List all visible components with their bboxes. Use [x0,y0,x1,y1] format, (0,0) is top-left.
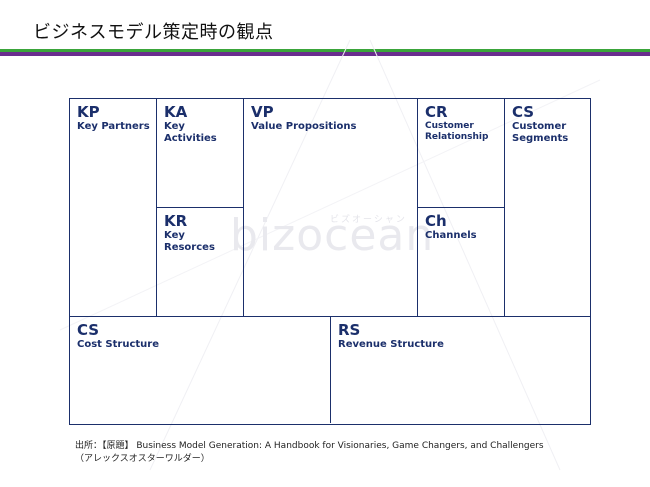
ch-name: Channels [425,230,477,241]
rs-name: Revenue Structure [338,339,444,350]
cell-revenue-structure: RS Revenue Structure [331,317,590,423]
cell-value-propositions: VP Value Propositions [244,99,418,317]
header-rule-purple [0,52,650,56]
cs-segments-name-line1: Customer [512,121,567,132]
cr-name: Customer Relationship [425,121,488,143]
source-line1: 出所：【原題】 Business Model Generation: A Han… [75,441,544,451]
cs-cost-name: Cost Structure [77,339,159,350]
source-citation: 出所：【原題】 Business Model Generation: A Han… [75,440,544,466]
kr-abbr: KR [164,212,188,230]
cell-customer-segments: CS Customer Segments [505,99,590,317]
ka-name-line1: Key [164,121,185,132]
kr-name-line2: Resorces [164,242,215,253]
cr-abbr: CR [425,103,448,121]
source-line2: （アレックスオスターワルダー） [75,454,210,464]
cell-key-activities: KA Key Activities [157,99,244,208]
rs-abbr: RS [338,321,361,339]
cs-segments-abbr: CS [512,103,535,121]
business-model-canvas: KP Key Partners KA Key Activities KR Key… [69,98,591,425]
ka-name-line2: Activities [164,133,217,144]
ka-name: Key Activities [164,121,217,145]
ka-abbr: KA [164,103,188,121]
ch-abbr: Ch [425,212,447,230]
cs-cost-abbr: CS [77,321,100,339]
page-title: ビジネスモデル策定時の観点 [33,22,274,43]
cell-cost-structure: CS Cost Structure [70,317,331,423]
cr-name-line2: Relationship [425,132,489,142]
cell-key-partners: KP Key Partners [70,99,157,317]
kr-name: Key Resorces [164,230,215,254]
kp-abbr: KP [77,103,100,121]
kp-name: Key Partners [77,121,150,132]
cr-name-line1: Customer [425,121,474,131]
kr-name-line1: Key [164,230,185,241]
cs-segments-name: Customer Segments [512,121,568,145]
cs-segments-name-line2: Segments [512,133,569,144]
cell-customer-relationship: CR Customer Relationship [418,99,505,208]
cell-channels: Ch Channels [418,208,505,317]
vp-abbr: VP [251,103,274,121]
cell-key-resources: KR Key Resorces [157,208,244,317]
vp-name: Value Propositions [251,121,357,132]
